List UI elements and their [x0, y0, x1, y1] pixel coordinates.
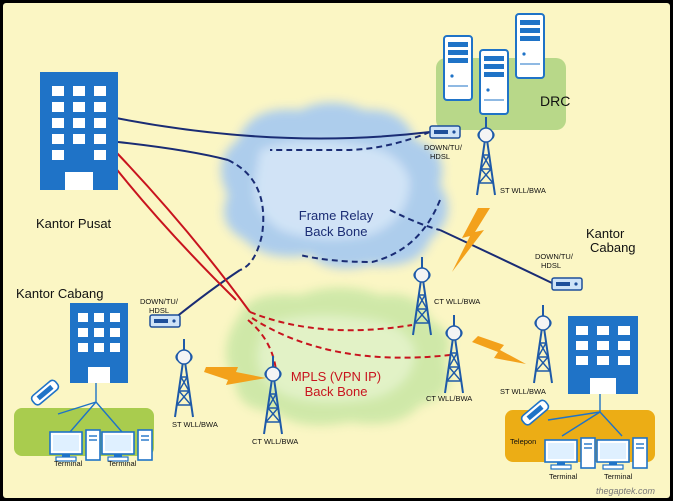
- phone-right-icon: [520, 399, 550, 426]
- link-hq-mpls-1: [115, 151, 251, 313]
- link-fr-branch-right-solid: [439, 229, 553, 284]
- link-mpls-ct-bottom: [247, 319, 277, 371]
- phone-left-icon: [30, 379, 60, 406]
- label-terminal-1: Terminal: [54, 459, 83, 468]
- branch-lan-lines: [57, 383, 623, 437]
- watermark: thegaptek.com: [596, 486, 656, 496]
- label-modem-drc-2: HDSL: [430, 152, 450, 161]
- label-telepon: Telepon: [510, 437, 536, 446]
- label-terminal-2: Terminal: [108, 459, 137, 468]
- label-tower-st-top: ST WLL/BWA: [500, 186, 546, 195]
- mpls-links: [113, 151, 451, 371]
- link-hq-mpls-2: [113, 165, 237, 301]
- label-tower-ct-mid: CT WLL/BWA: [426, 394, 472, 403]
- branch-left-building: [70, 303, 128, 383]
- server-1: [443, 35, 473, 101]
- link-hq-drc: [115, 117, 431, 140]
- head-office-building: [40, 72, 118, 190]
- modem-drc: [429, 125, 461, 139]
- label-frame-relay-2: Back Bone: [305, 224, 368, 239]
- label-branch-right-1: Kantor: [586, 226, 625, 241]
- label-modem-drc-1: DOWN/TU/: [424, 143, 463, 152]
- link-fr-hdsl-left: [174, 269, 241, 319]
- label-branch-left: Kantor Cabang: [16, 286, 103, 301]
- modem-left: [149, 314, 181, 328]
- link-mpls-ct-top: [249, 311, 413, 332]
- label-tower-ct-top: CT WLL/BWA: [434, 297, 480, 306]
- label-terminal-3: Terminal: [549, 472, 578, 481]
- label-mpls-2: Back Bone: [305, 384, 368, 399]
- branch-right-building: [568, 316, 638, 394]
- link-drc-fr-dashed: [270, 131, 431, 152]
- label-frame-relay-1: Frame Relay: [299, 208, 374, 223]
- wireless-bolt-left: [204, 367, 266, 385]
- label-tower-ct-bottom: CT WLL/BWA: [252, 437, 298, 446]
- label-modem-left-1: DOWN/TU/: [140, 297, 179, 306]
- link-hq-fr-solid: [117, 141, 229, 161]
- label-head-office: Kantor Pusat: [36, 216, 112, 231]
- link-fr-branch-right-dashed: [389, 209, 441, 231]
- server-3: [515, 13, 545, 79]
- label-terminal-4: Terminal: [604, 472, 633, 481]
- wireless-bolt-top: [452, 208, 490, 272]
- label-branch-right-2: Cabang: [590, 240, 636, 255]
- label-modem-right-1: DOWN/TU/: [535, 252, 574, 261]
- link-mpls-ct-mid: [251, 317, 451, 359]
- label-modem-right-2: HDSL: [541, 261, 561, 270]
- label-tower-st-right: ST WLL/BWA: [500, 387, 546, 396]
- label-tower-st-left: ST WLL/BWA: [172, 420, 218, 429]
- label-mpls-1: MPLS (VPN IP): [291, 369, 381, 384]
- label-modem-left-2: HDSL: [149, 306, 169, 315]
- label-drc: DRC: [540, 93, 570, 109]
- frame-relay-links: [115, 117, 553, 319]
- link-hq-fr-dashed: [227, 159, 265, 271]
- server-2: [479, 49, 509, 115]
- link-fr-hdsl-left-dashed: [299, 199, 441, 264]
- modem-right: [551, 277, 583, 291]
- wireless-bolt-right: [472, 336, 526, 364]
